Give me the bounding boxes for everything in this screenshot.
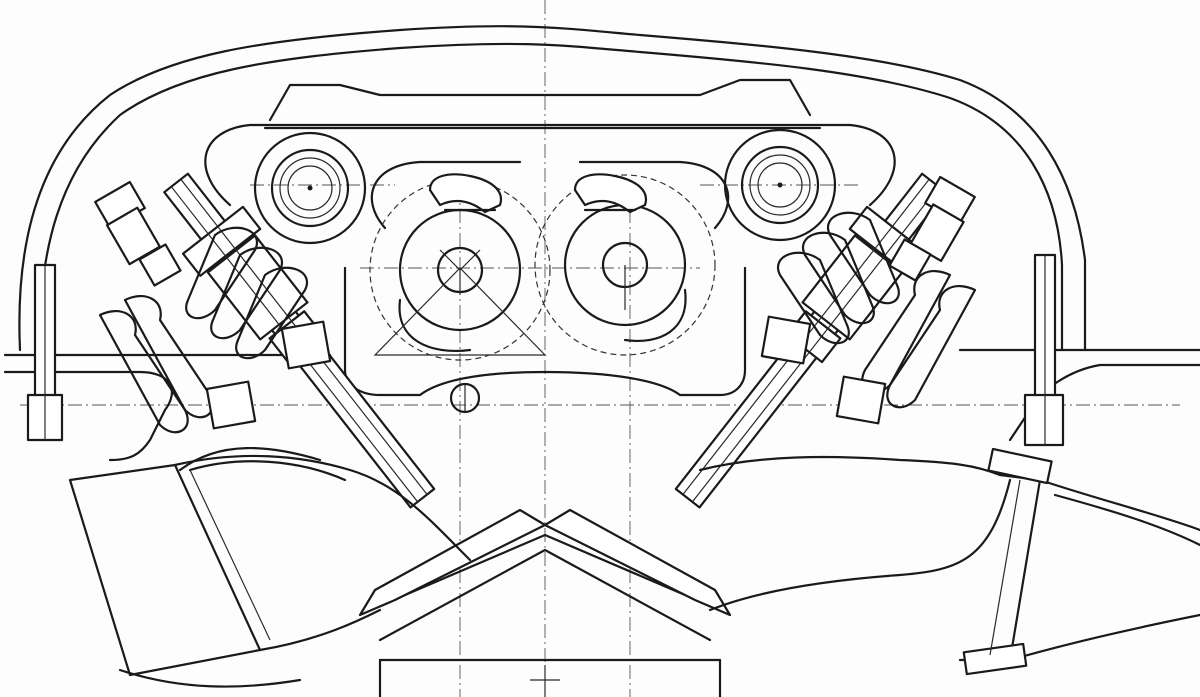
cam-followers — [428, 173, 648, 214]
cam-carrier — [204, 78, 896, 397]
left-valve-assembly — [94, 172, 436, 509]
left-cam-bearing — [253, 131, 367, 245]
left-head-bolt — [26, 263, 64, 442]
right-camshaft — [534, 174, 716, 356]
right-cam-bearing — [723, 128, 837, 242]
oil-gallery — [449, 382, 481, 414]
exhaust-port — [698, 447, 1200, 676]
cam-cover — [18, 25, 1087, 352]
intake-port — [68, 446, 472, 688]
combustion-chamber — [358, 508, 732, 697]
right-head-bolt — [1023, 253, 1065, 447]
right-valve-assembly — [674, 172, 977, 509]
